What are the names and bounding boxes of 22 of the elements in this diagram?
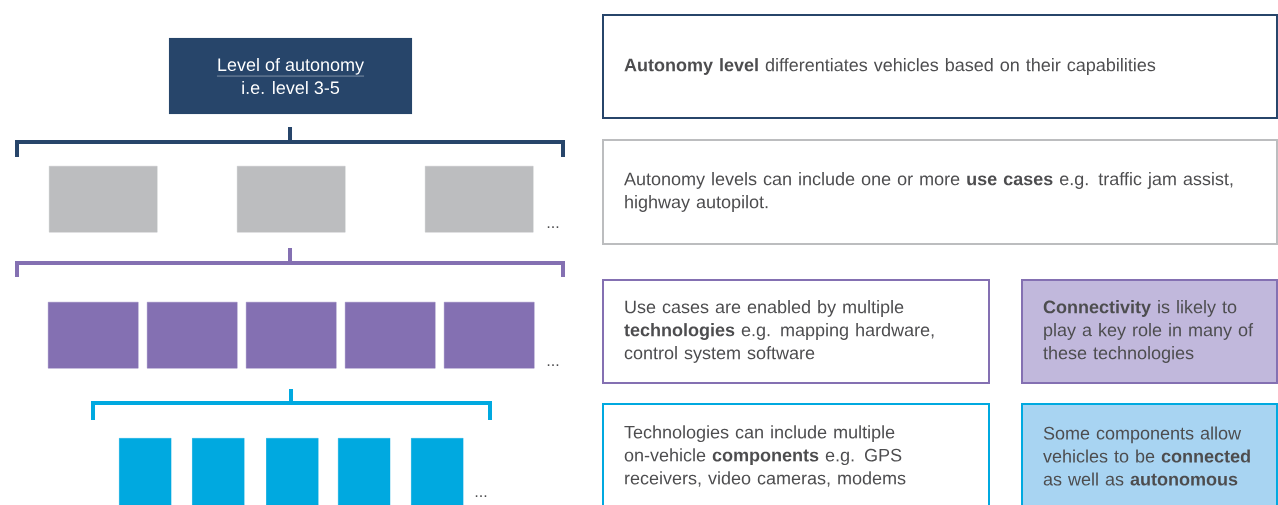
block [425, 166, 534, 233]
ellipsis: ... [547, 364, 559, 366]
block [444, 302, 535, 369]
block [246, 302, 337, 369]
block [266, 438, 319, 505]
text-box: Autonomy level differentiates vehicles based on their capabilities [602, 14, 1278, 119]
text-box: Connectivity is likely to play a key role in many of these technologies [1021, 279, 1278, 384]
text-box: Technologies can include multiple on-vehicle components e.g. GPS receivers, video cameras, modems [602, 403, 990, 505]
ellipsis: ... [547, 226, 559, 228]
block [192, 438, 245, 505]
block [237, 166, 346, 233]
block [48, 302, 139, 369]
block [338, 438, 391, 505]
text-box: Autonomy levels can include one or more use cases e.g. traffic jam assist, highway autopilot. [602, 139, 1278, 245]
block [119, 438, 172, 505]
block [411, 438, 464, 505]
text-box: Some components allow vehicles to be connected as well as autonomous [1021, 403, 1278, 505]
block [345, 302, 436, 369]
text-box: Use cases are enabled by multiple technologies e.g. mapping hardware, control system software [602, 279, 990, 384]
title-box: Level of autonomy i.e. level 3-5 [168, 37, 413, 115]
block [49, 166, 158, 233]
block [147, 302, 238, 369]
